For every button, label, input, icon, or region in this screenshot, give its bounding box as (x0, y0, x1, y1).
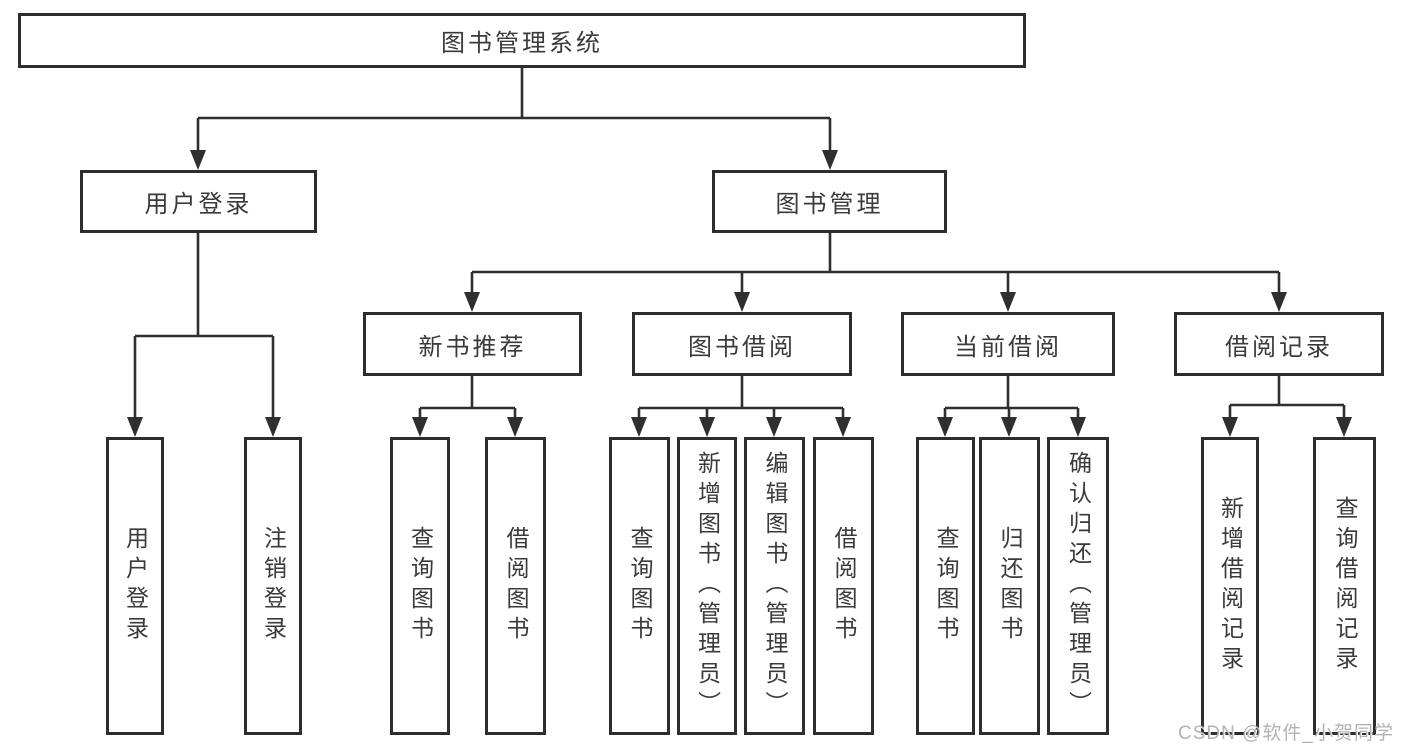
node-root-label: 图书管理系统 (441, 30, 603, 57)
node-new-book-recommend-label: 新书推荐 (418, 333, 527, 361)
leaf-current-return-book: 归还图书 (979, 437, 1040, 735)
node-current-borrowing-label: 当前借阅 (954, 333, 1062, 361)
leaf-borrowing-query-book: 查询图书 (609, 437, 670, 735)
node-borrowing-records: 借阅记录 (1174, 312, 1384, 376)
leaf-borrowing-query-book-label: 查询图书 (627, 526, 653, 646)
leaf-borrowing-edit-book-admin-label: 编辑图书（管理员） (762, 451, 788, 721)
leaf-newbook-borrow-book-label: 借阅图书 (503, 526, 529, 646)
leaf-logout-label: 注销登录 (260, 526, 287, 646)
leaf-user-login-label: 用户登录 (122, 526, 149, 646)
leaf-logout: 注销登录 (244, 437, 302, 735)
leaf-newbook-query-book: 查询图书 (390, 437, 450, 735)
leaf-record-add-record-label: 新增借阅记录 (1217, 496, 1244, 676)
csdn-watermark: CSDN @软件_小贺同学 (1178, 723, 1394, 744)
leaf-borrowing-add-book-admin: 新增图书（管理员） (677, 437, 737, 735)
leaf-current-query-book: 查询图书 (916, 437, 975, 735)
node-book-borrowing: 图书借阅 (632, 312, 852, 376)
leaf-current-query-book-label: 查询图书 (933, 526, 959, 646)
node-book-management-label: 图书管理 (775, 191, 884, 218)
node-book-management: 图书管理 (712, 170, 947, 233)
node-current-borrowing: 当前借阅 (901, 312, 1115, 376)
node-user-login-label: 用户登录 (144, 191, 253, 218)
node-borrowing-records-label: 借阅记录 (1225, 333, 1333, 361)
node-root: 图书管理系统 (18, 13, 1026, 68)
leaf-current-return-book-label: 归还图书 (997, 526, 1023, 646)
leaf-borrowing-edit-book-admin: 编辑图书（管理员） (744, 437, 805, 735)
node-new-book-recommend: 新书推荐 (363, 312, 582, 376)
leaf-borrowing-borrow-book-label: 借阅图书 (831, 526, 857, 646)
leaf-borrowing-borrow-book: 借阅图书 (813, 437, 874, 735)
leaf-current-confirm-return-admin-label: 确认归还（管理员） (1065, 451, 1092, 721)
leaf-user-login: 用户登录 (106, 437, 164, 735)
leaf-record-query-record-label: 查询借阅记录 (1332, 496, 1358, 676)
leaf-borrowing-add-book-admin-label: 新增图书（管理员） (694, 451, 721, 721)
leaf-record-query-record: 查询借阅记录 (1313, 437, 1376, 735)
leaf-record-add-record: 新增借阅记录 (1201, 437, 1259, 735)
leaf-newbook-borrow-book: 借阅图书 (485, 437, 546, 735)
node-book-borrowing-label: 图书借阅 (688, 333, 796, 361)
leaf-newbook-query-book-label: 查询图书 (407, 526, 434, 646)
leaf-current-confirm-return-admin: 确认归还（管理员） (1047, 437, 1109, 735)
node-user-login: 用户登录 (80, 170, 317, 233)
